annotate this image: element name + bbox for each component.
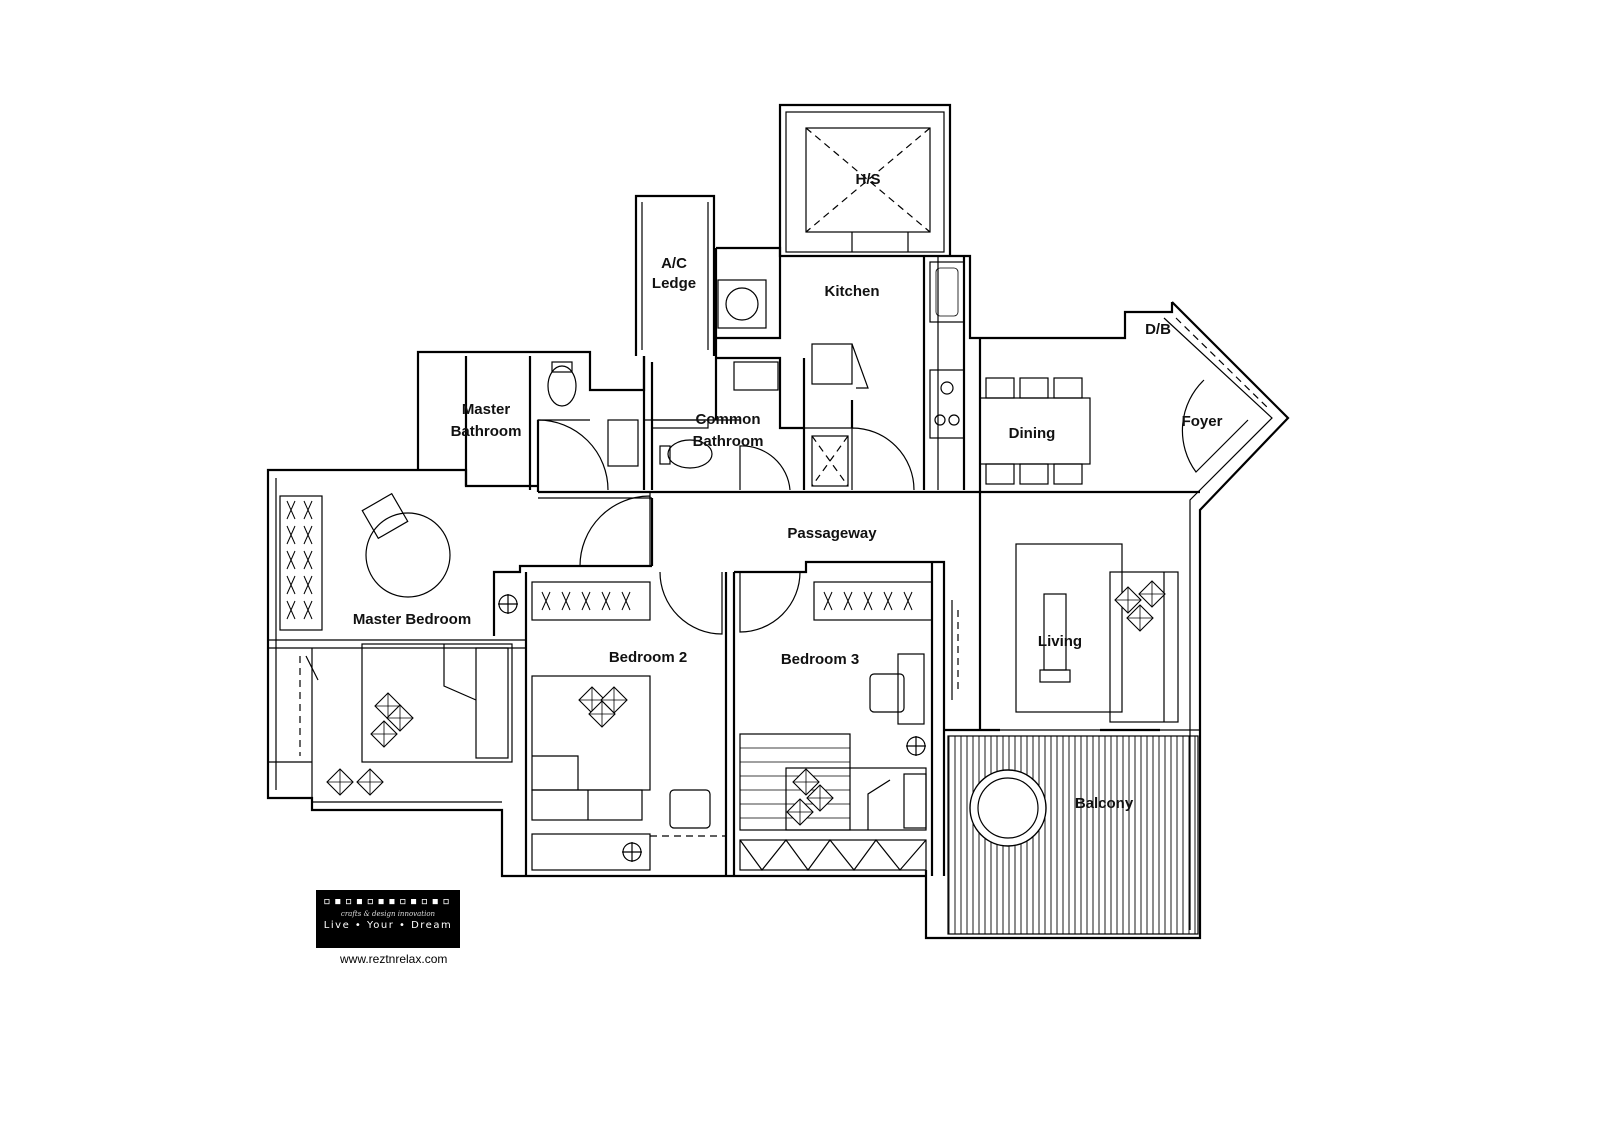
foyer-label: Foyer: [1182, 413, 1223, 430]
common-bathroom-label-line2: Bathroom: [693, 433, 764, 450]
living-label: Living: [1038, 633, 1082, 650]
bathroom-fixtures: [547, 361, 713, 469]
brand-logo: ▫▪▫▪▫▪▪▫▪▫▪▫ crafts & design innovation …: [316, 890, 460, 948]
passageway-label: Passageway: [787, 525, 877, 542]
logo-tagline: Live • Your • Dream: [323, 920, 453, 931]
common-bathroom-label-line1: Common: [696, 411, 761, 428]
master-bathroom-label-line2: Bathroom: [451, 423, 522, 440]
logo-script-text: crafts & design innovation: [340, 910, 436, 918]
hs-shaft-cross: [805, 127, 931, 252]
master-bedroom-furniture: [279, 492, 518, 796]
bedroom-3-furniture: [739, 581, 933, 872]
ac-ledge-label-line2: Ledge: [652, 275, 696, 292]
master-bathroom-label-line1: Master: [462, 401, 511, 418]
door-swings: [537, 317, 1271, 635]
ac-ledge-fixtures: [641, 202, 709, 350]
master-bedroom-label: Master Bedroom: [353, 611, 471, 628]
living-furniture: [951, 543, 1179, 723]
balcony-deck: [947, 735, 1199, 935]
dining-label: Dining: [1009, 425, 1056, 442]
bedroom-3-label: Bedroom 3: [781, 651, 859, 668]
dining-table: [979, 377, 1091, 485]
kitchen-label: Kitchen: [824, 283, 879, 300]
db-label: D/B: [1145, 321, 1171, 338]
kitchen-fixtures: [717, 261, 965, 487]
hs-label: H/S: [855, 171, 880, 188]
ac-ledge-label-line1: A/C: [661, 255, 687, 272]
balcony-label: Balcony: [1075, 795, 1134, 812]
bedroom-2-furniture: [531, 581, 726, 871]
bedroom-2-label: Bedroom 2: [609, 649, 687, 666]
website-link[interactable]: www.reztnrelax.com: [340, 952, 448, 966]
room-labels: H/S A/C Ledge Kitchen D/B Master Bathroo…: [353, 171, 1223, 812]
logo-dot-mark: ▫▪▫▪▫▪▪▫▪▫▪▫: [323, 894, 453, 909]
